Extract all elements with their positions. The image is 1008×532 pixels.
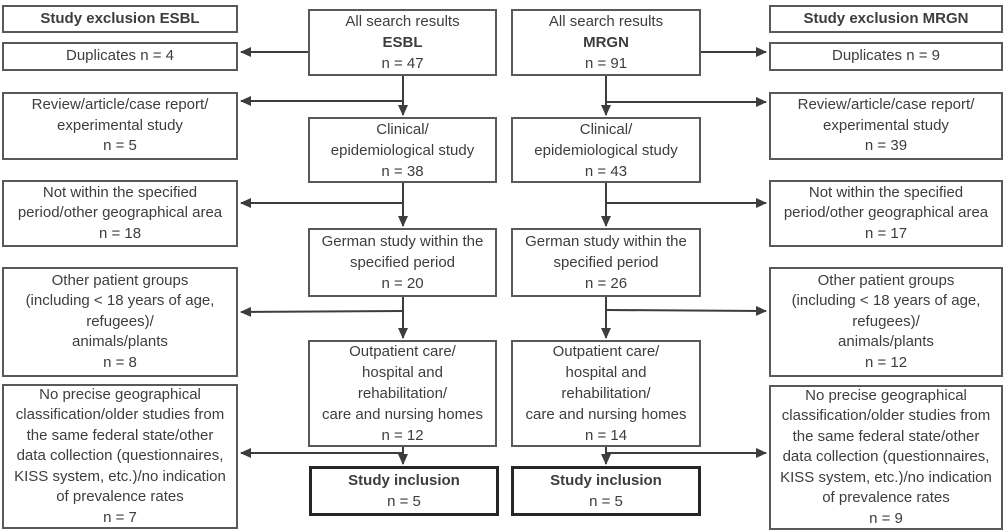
box-esbl-excl-duplicates: Duplicates n = 4	[2, 42, 238, 71]
box-mrgn-excl-other-groups: Other patient groups(including < 18 year…	[769, 267, 1003, 377]
box-count: n = 5	[589, 493, 623, 510]
box-count: n = 47	[381, 55, 424, 72]
box-text: Review/article/case report/experimental …	[31, 96, 209, 155]
box-mrgn-excl-duplicates: Duplicates n = 9	[769, 42, 1003, 71]
box-esbl-all-search-results: All search results ESBL n = 47	[308, 9, 497, 76]
box-text-bold: ESBL	[382, 34, 423, 51]
box-mrgn-excl-review: Review/article/case report/experimental …	[769, 92, 1003, 160]
box-text-bold: Study inclusion	[550, 472, 662, 489]
box-text-bold: Study inclusion	[348, 472, 460, 489]
box-mrgn-exclusion-header: Study exclusion MRGN	[769, 5, 1003, 33]
box-mrgn-study-inclusion: Study inclusion n = 5	[511, 466, 701, 516]
box-text: All search results	[548, 13, 664, 30]
box-text: Review/article/case report/experimental …	[797, 96, 975, 155]
box-count: n = 5	[387, 493, 421, 510]
arrow-mrgn-to-other-groups	[605, 305, 767, 316]
box-text: Duplicates n = 4	[66, 47, 174, 65]
box-text: Other patient groups(including < 18 year…	[791, 271, 981, 371]
box-text-bold: MRGN	[583, 34, 629, 51]
box-text: All search results	[345, 13, 460, 30]
box-text: Duplicates n = 9	[832, 47, 940, 65]
arrow-esbl-to-other-groups	[240, 306, 404, 317]
box-esbl-study-inclusion: Study inclusion n = 5	[309, 466, 499, 516]
box-mrgn-all-search-results: All search results MRGN n = 91	[511, 9, 701, 76]
box-esbl-excl-review: Review/article/case report/experimental …	[2, 92, 238, 160]
box-count: n = 91	[584, 55, 628, 72]
box-text: Other patient groups(including < 18 year…	[25, 271, 215, 371]
box-esbl-excl-other-groups: Other patient groups(including < 18 year…	[2, 267, 238, 377]
box-esbl-exclusion-header: Study exclusion ESBL	[2, 5, 238, 33]
